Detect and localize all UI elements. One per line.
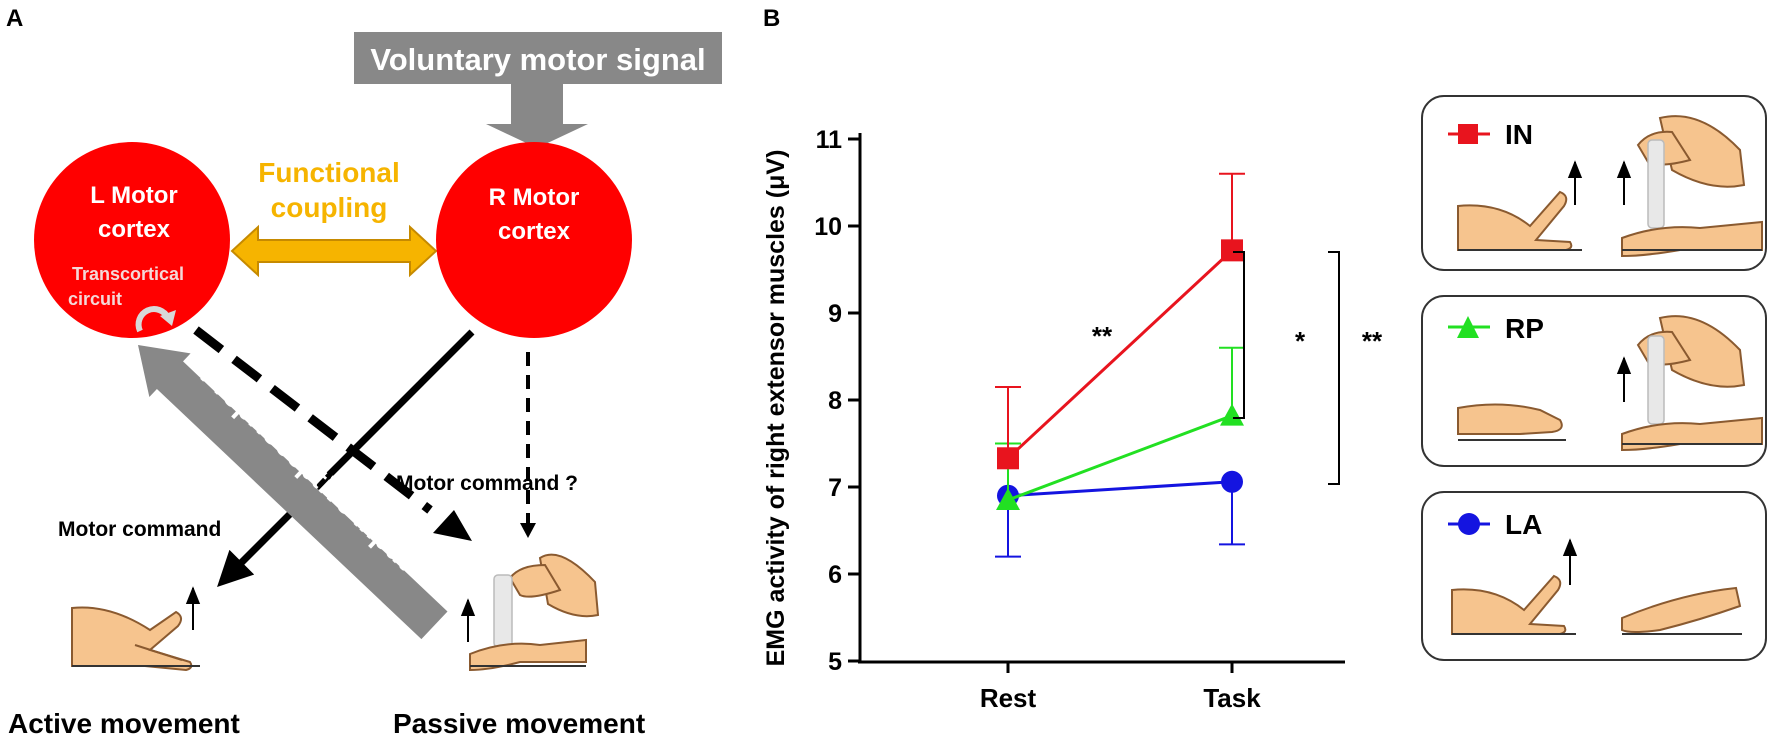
- significance-in-la: **: [1362, 326, 1383, 356]
- y-tick-label: 7: [828, 474, 842, 502]
- functional-coupling-label-2: coupling: [271, 192, 388, 223]
- x-tick-label: Task: [1203, 683, 1261, 713]
- l-motor-cortex-label-1: L Motor: [90, 182, 178, 209]
- y-tick-label: 11: [816, 126, 843, 154]
- data-point-square: [1221, 239, 1243, 262]
- panel-a-label: A: [6, 5, 23, 32]
- motor-command-question-label: Motor command ?: [396, 472, 578, 495]
- dashed-arrow-head: [433, 510, 472, 541]
- functional-coupling-label-1: Functional: [258, 157, 400, 188]
- motor-command-label: Motor command: [58, 518, 221, 541]
- data-point-square: [997, 447, 1019, 470]
- significance-in-rp: *: [1295, 326, 1306, 356]
- legend-square-marker: [1458, 124, 1478, 144]
- transcortical-label-2: circuit: [68, 289, 122, 309]
- voluntary-signal-label: Voluntary motor signal: [370, 42, 705, 77]
- series-in: [995, 172, 1245, 470]
- motor-command-arrow: [217, 329, 475, 587]
- panel-a: A Voluntary motor signal Functional coup…: [6, 5, 722, 739]
- series-line: [1007, 414, 1233, 502]
- legend-box-in: IN: [1421, 95, 1767, 271]
- series-la: [995, 470, 1245, 558]
- passive-movement-hand: [460, 553, 600, 672]
- y-axis-label: EMG activity of right extensor muscles (…: [762, 150, 790, 667]
- series-line: [1007, 480, 1233, 498]
- y-tick-label: 9: [828, 300, 842, 328]
- data-point-triangle: [1220, 403, 1244, 426]
- panel-b: B EMG activity of right extensor muscles…: [762, 5, 1767, 713]
- active-movement-label: Active movement: [8, 708, 240, 739]
- dashed-motor-command-arrow: [193, 326, 433, 514]
- y-tick-label: 5: [828, 648, 842, 676]
- y-tick-label: 6: [828, 561, 842, 589]
- series-rp: [995, 346, 1245, 511]
- data-point-triangle: [996, 488, 1020, 511]
- circular-arrow-icon: [135, 306, 176, 333]
- voluntary-signal-arrow: [354, 32, 722, 148]
- legend-triangle-marker: [1457, 316, 1479, 338]
- significance-bracket-in-la: [1328, 251, 1340, 485]
- transcortical-label-1: Transcortical: [72, 264, 184, 284]
- significance-bracket-in-rp: [1233, 251, 1245, 419]
- question-arrow-head: [520, 523, 536, 538]
- legend-label-rp: RP: [1505, 313, 1544, 344]
- legend-circle-marker: [1458, 513, 1480, 535]
- y-tick-label: 8: [828, 387, 842, 415]
- r-motor-cortex-label-2: cortex: [498, 218, 571, 245]
- y-tick-label: 10: [814, 213, 842, 241]
- data-point-circle: [1221, 470, 1243, 493]
- chart-series: [995, 172, 1245, 558]
- proprioceptive-input-label: Proprioceptive input: [194, 359, 421, 576]
- panel-b-label: B: [763, 5, 780, 32]
- x-tick-label: Rest: [980, 683, 1037, 713]
- passive-movement-label: Passive movement: [393, 708, 645, 739]
- legend-box-la: LA: [1421, 491, 1767, 661]
- l-motor-cortex-circle: [34, 142, 230, 338]
- legend-box-rp: RP: [1421, 295, 1767, 467]
- series-line: [1006, 249, 1234, 460]
- active-movement-hand: [71, 586, 201, 672]
- legend-label-la: LA: [1505, 509, 1542, 540]
- legend-label-in: IN: [1505, 119, 1533, 150]
- r-motor-cortex-label-1: R Motor: [489, 184, 580, 211]
- l-motor-cortex-label-2: cortex: [98, 216, 171, 243]
- r-motor-cortex-circle: [436, 142, 632, 338]
- significance-rest-task: **: [1092, 321, 1113, 351]
- functional-coupling-arrow: [230, 224, 438, 278]
- proprioceptive-input-arrow: [138, 345, 448, 640]
